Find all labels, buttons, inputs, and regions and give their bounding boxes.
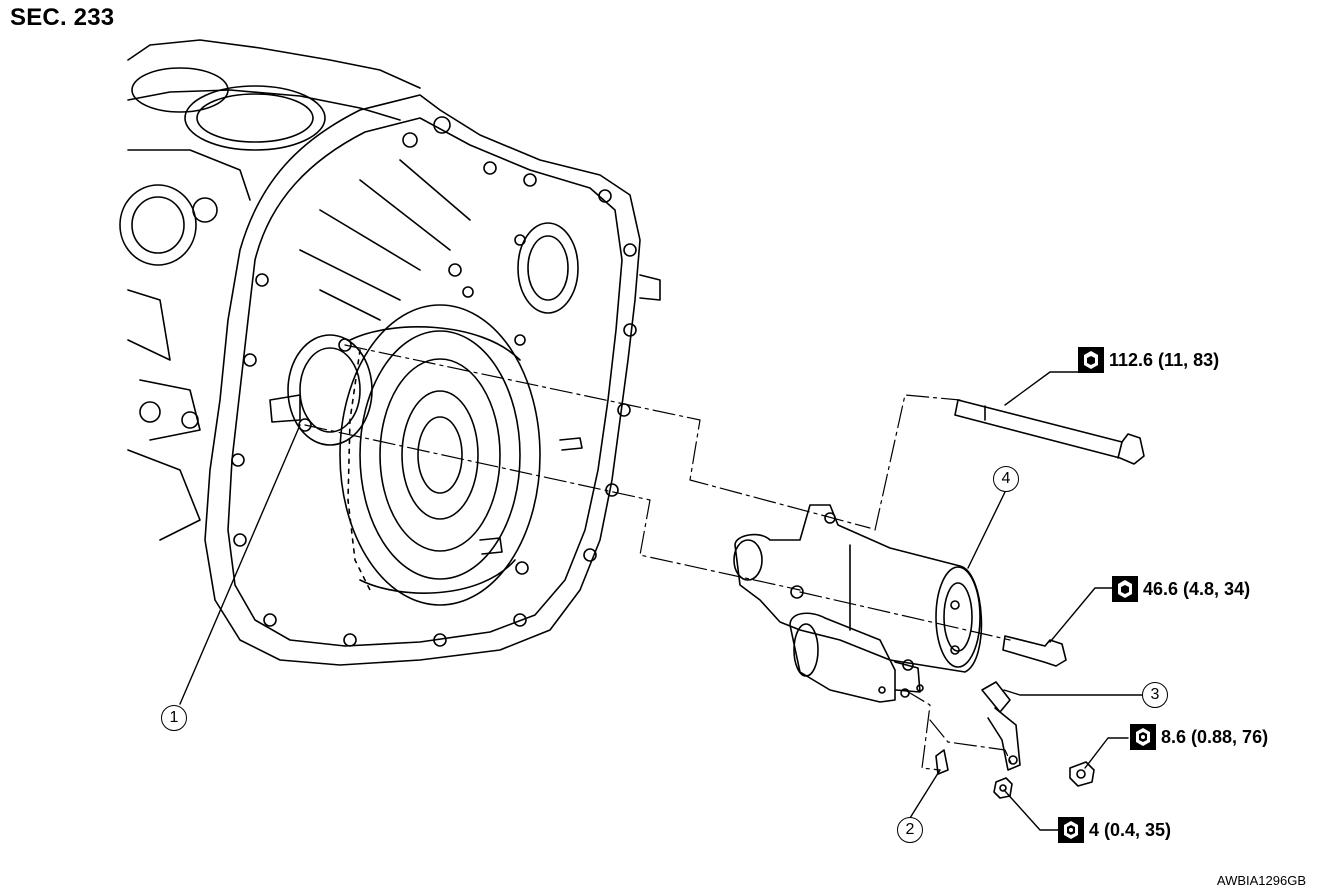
torque-wrench-filled-icon [1058,817,1084,843]
torque-spec-bracket-nut: 8.6 (0.88, 76) [1129,723,1268,751]
torque-value: 8.6 (0.88, 76) [1161,726,1269,747]
section-title: SEC. 233 [10,4,115,31]
callout-4: 4 [993,466,1019,492]
callout-3: 3 [1142,682,1168,708]
starter-bolt-upper [954,399,1145,465]
bracket-nut [1069,761,1095,787]
torque-spec-terminal-nut: 4 (0.4, 35) [1057,816,1171,844]
torque-value: 112.6 (11, 83) [1109,349,1220,370]
leader-lines [179,371,1143,831]
torque-wrench-icon [1112,576,1138,602]
torque-wrench-icon [1078,347,1104,373]
starter-bolt-lower [1002,635,1067,667]
torque-spec-upper-bolt: 112.6 (11, 83) [1077,346,1219,374]
torque-value: 4 (0.4, 35) [1089,819,1172,840]
harness-bracket [981,681,1021,771]
callout-1: 1 [161,705,187,731]
torque-spec-lower-bolt: 46.6 (4.8, 34) [1111,575,1250,603]
terminal-cap [935,749,949,775]
starter-motor [733,504,983,703]
callout-2: 2 [897,817,923,843]
torque-wrench-filled-icon [1130,724,1156,750]
assembly-lines [304,344,1013,771]
torque-value: 46.6 (4.8, 34) [1143,578,1251,599]
figure-code: AWBIA1296GB [1216,873,1306,888]
transaxle-housing [119,39,661,666]
